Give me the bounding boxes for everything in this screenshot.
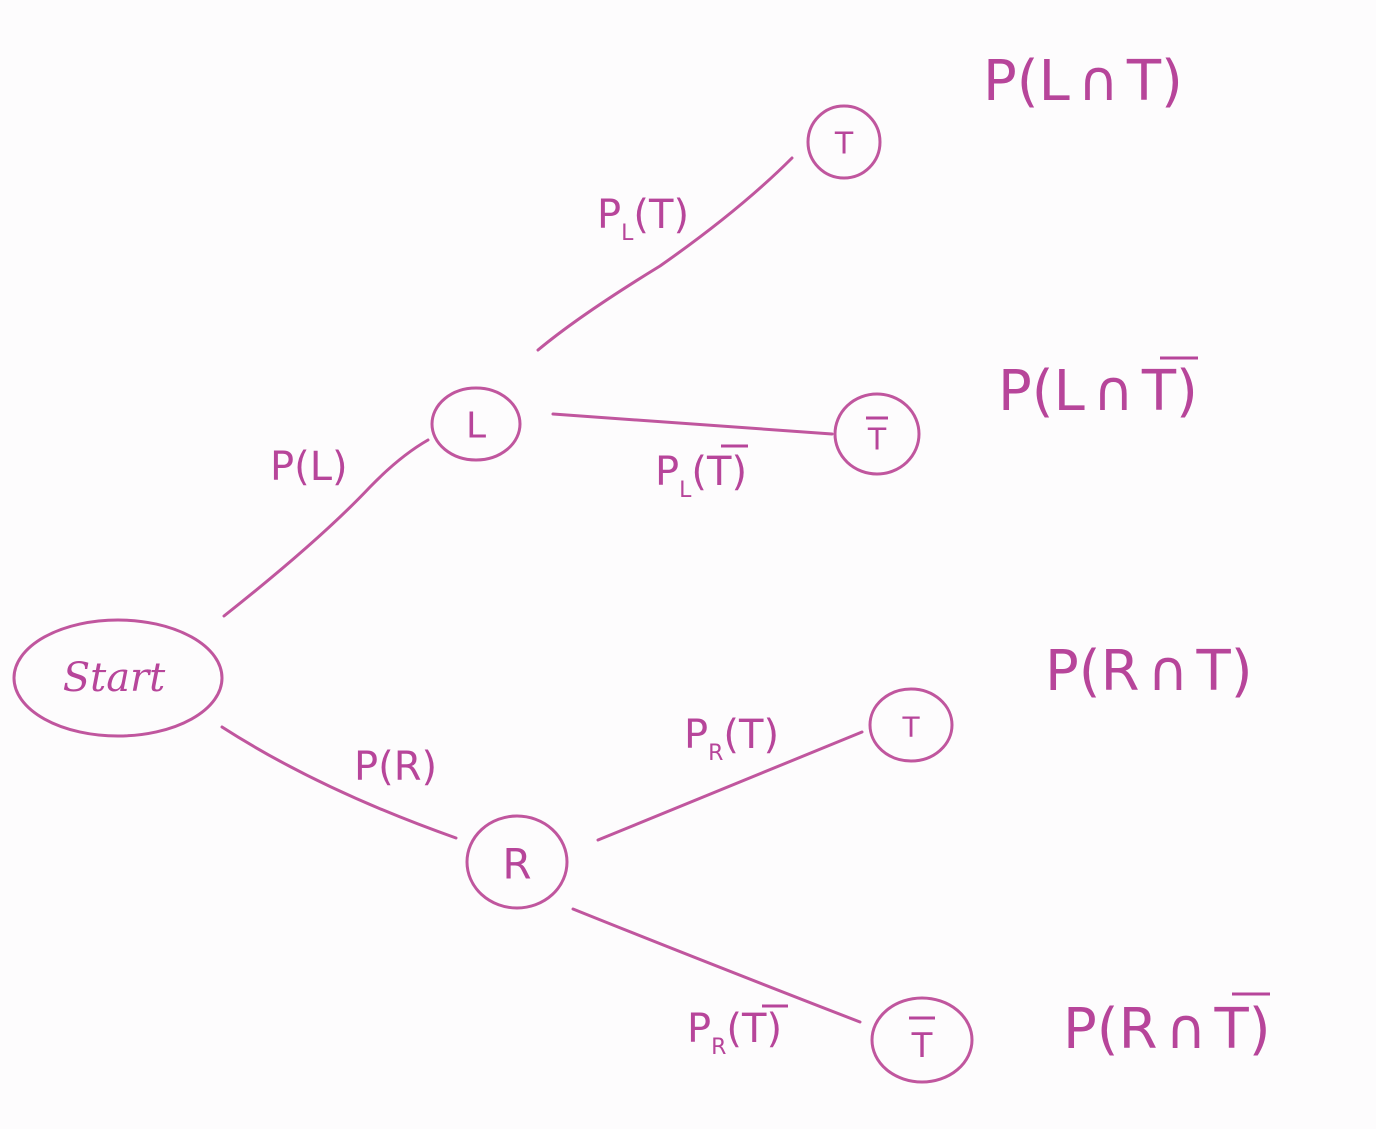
edge-l-to-t (536, 156, 794, 352)
edge-label-pl-t: PL(T) (597, 192, 689, 246)
edge-start-to-r (220, 725, 458, 840)
start-node-label: Start (63, 655, 166, 701)
leaf-node-r-t: T (868, 687, 954, 763)
edge-label-pl-tbar: PL(T) (655, 449, 747, 503)
result-l-and-tbar: P(L∩T) (998, 359, 1198, 424)
edge-r-to-t (596, 730, 864, 842)
leaf-node-r-t-label: T (901, 711, 920, 744)
node-l-label: L (466, 406, 486, 447)
edge-label-pr-tbar: PR(T) (687, 1006, 782, 1060)
node-l-outline (430, 386, 522, 462)
edge-label-p-l: P(L) (270, 444, 348, 490)
node-r: R (465, 814, 569, 910)
edge-label-p-r: P(R) (354, 744, 437, 790)
leaf-node-l-tbar: T (833, 392, 921, 476)
result-r-and-t: P(R∩T) (1045, 639, 1253, 704)
leaf-node-l-t-label: T (834, 127, 854, 162)
start-node-outline (12, 618, 224, 738)
node-r-label: R (502, 840, 531, 889)
node-l: L (430, 386, 522, 462)
leaf-node-r-tbar-outline (870, 996, 974, 1084)
edge-start-to-l (222, 438, 430, 618)
edge-l-to-tbar (551, 412, 834, 436)
edge-label-pr-t: PR(T) (684, 712, 779, 766)
leaf-node-r-t-outline (868, 687, 954, 763)
result-l-and-t: P(L∩T) (983, 49, 1183, 114)
leaf-node-r-tbar: T (870, 996, 974, 1084)
result-r-and-tbar: P(R∩T) (1063, 997, 1271, 1062)
leaf-node-l-tbar-label: T (867, 423, 887, 458)
leaf-node-r-tbar-label: T (911, 1026, 933, 1066)
node-r-outline (465, 814, 569, 910)
leaf-node-l-t-outline (806, 104, 882, 180)
edge-r-to-tbar (571, 907, 862, 1024)
leaf-node-l-tbar-outline (833, 392, 921, 476)
leaf-node-l-t: T (806, 104, 882, 180)
start-node: Start (12, 618, 224, 738)
